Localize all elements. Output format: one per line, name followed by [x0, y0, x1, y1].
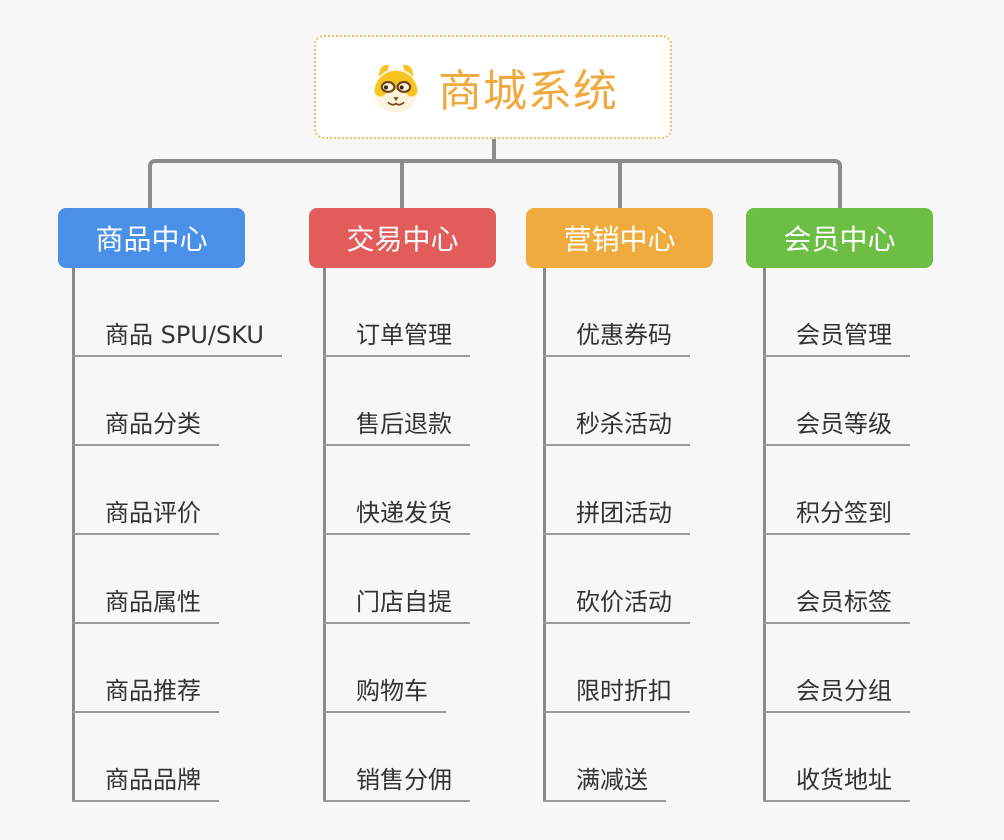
tree-line-column-2	[323, 268, 326, 802]
leaf-node[interactable]: 优惠券码	[543, 323, 690, 357]
leaf-node[interactable]: 购物车	[323, 679, 446, 713]
leaf-node[interactable]: 商品评价	[72, 501, 219, 535]
leaf-node[interactable]: 会员管理	[763, 323, 910, 357]
branch-node-trade[interactable]: 交易中心	[309, 208, 496, 268]
tree-line-column-1	[72, 268, 75, 802]
branch-node-product[interactable]: 商品中心	[58, 208, 245, 268]
shiba-dog-icon	[374, 64, 418, 113]
leaf-node[interactable]: 商品 SPU/SKU	[72, 323, 282, 357]
leaf-node[interactable]: 会员等级	[763, 412, 910, 446]
leaf-node[interactable]: 售后退款	[323, 412, 470, 446]
branch-node-marketing[interactable]: 营销中心	[526, 208, 713, 268]
leaf-node[interactable]: 砍价活动	[543, 590, 690, 624]
leaf-node[interactable]: 满减送	[543, 768, 666, 802]
connector-stub-branch-2	[400, 161, 404, 208]
root-node[interactable]: 商城系统	[314, 35, 672, 139]
leaf-node[interactable]: 会员分组	[763, 679, 910, 713]
tree-line-column-3	[543, 268, 546, 802]
leaf-node[interactable]: 秒杀活动	[543, 412, 690, 446]
leaf-node[interactable]: 销售分佣	[323, 768, 470, 802]
leaf-node[interactable]: 商品品牌	[72, 768, 219, 802]
leaf-node[interactable]: 商品分类	[72, 412, 219, 446]
leaf-node[interactable]: 收货地址	[763, 768, 910, 802]
leaf-node[interactable]: 快递发货	[323, 501, 470, 535]
connector-horizontal-frame	[148, 159, 842, 208]
leaf-node[interactable]: 限时折扣	[543, 679, 690, 713]
branch-node-member[interactable]: 会员中心	[746, 208, 933, 268]
leaf-node[interactable]: 门店自提	[323, 590, 470, 624]
leaf-node[interactable]: 订单管理	[323, 323, 470, 357]
connector-root-drop	[492, 139, 496, 163]
leaf-node[interactable]: 会员标签	[763, 590, 910, 624]
leaf-node[interactable]: 商品属性	[72, 590, 219, 624]
tree-line-column-4	[763, 268, 766, 802]
connector-stub-branch-3	[618, 161, 622, 208]
leaf-node[interactable]: 拼团活动	[543, 501, 690, 535]
root-title: 商城系统	[438, 66, 618, 117]
leaf-node[interactable]: 积分签到	[763, 501, 910, 535]
leaf-node[interactable]: 商品推荐	[72, 679, 219, 713]
